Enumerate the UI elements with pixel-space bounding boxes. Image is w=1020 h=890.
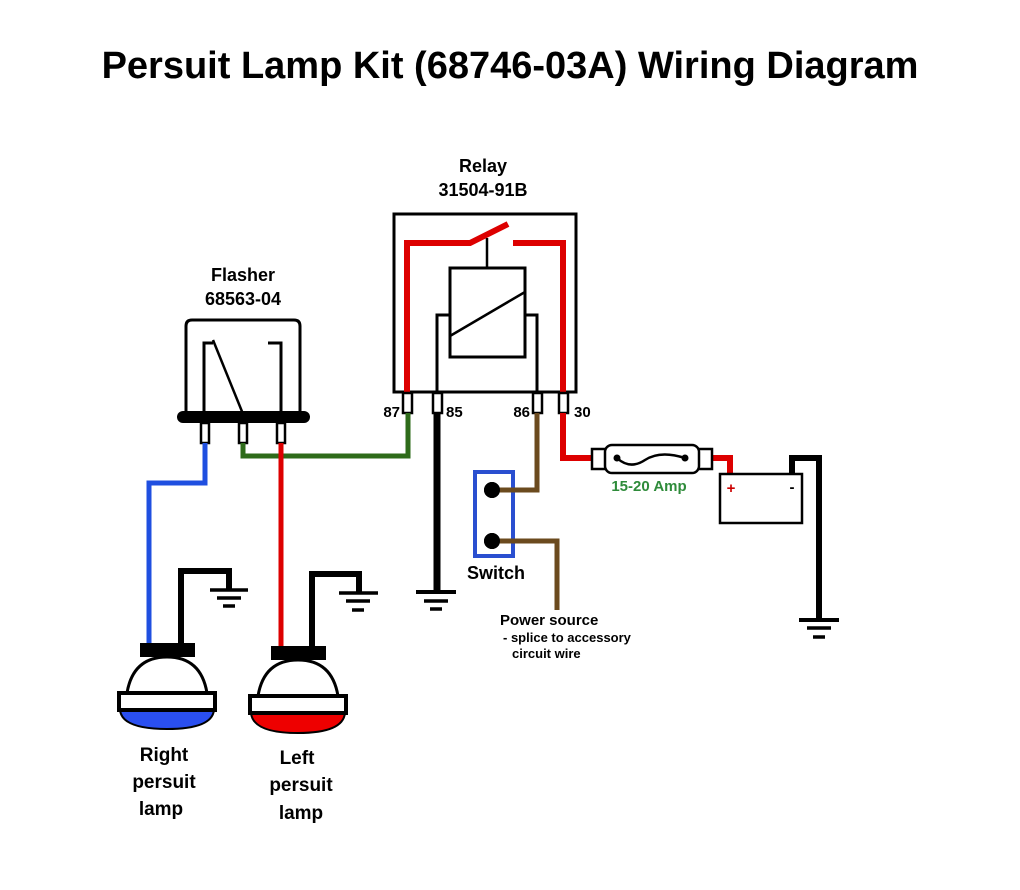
flasher-bimetal-strip xyxy=(211,339,245,415)
battery-negative-label: - xyxy=(790,479,795,496)
pin-label-87: 87 xyxy=(383,404,400,421)
power-source-note: Power source - splice to accessory circu… xyxy=(500,612,632,661)
wire-black-right-lamp-ground xyxy=(178,568,232,645)
battery-positive-label: + xyxy=(727,480,736,497)
lamp-housing-dome xyxy=(125,655,209,695)
wire-red-fuse-to-battery xyxy=(712,455,733,474)
wire-black-battery-to-ground xyxy=(789,455,822,620)
relay-name-label: Relay xyxy=(459,156,507,176)
switch-label: Switch xyxy=(467,563,525,583)
relay-pin-85 xyxy=(431,391,444,415)
right-lamp-label-line2: persuit xyxy=(132,772,196,793)
flasher-pin-1 xyxy=(199,421,211,445)
right-persuit-lamp: Right persuit lamp xyxy=(117,568,248,820)
switch-terminal-top-dot xyxy=(484,482,500,498)
ground-symbol-battery xyxy=(799,618,839,639)
battery-body xyxy=(718,472,804,525)
lamp-rim xyxy=(117,691,217,712)
fuse-element-terminal-right xyxy=(681,454,689,462)
wire-blue-flasher-to-right-lamp xyxy=(146,443,208,645)
relay-part-number-label: 31504-91B xyxy=(438,180,527,200)
flasher-base xyxy=(177,411,310,423)
pin-label-30: 30 xyxy=(574,404,591,421)
left-lamp-label-line1: Left xyxy=(280,748,316,769)
relay-pin-86 xyxy=(531,391,544,415)
relay-contact-30 xyxy=(513,240,566,394)
relay-housing xyxy=(392,212,578,394)
lamp-socket xyxy=(271,646,326,660)
wire-green-flasher-to-relay-87 xyxy=(240,413,411,459)
wire-black-left-lamp-ground xyxy=(309,571,362,648)
relay-coil xyxy=(448,266,527,359)
flasher-pin-2 xyxy=(237,421,249,445)
lamp-lens-blue xyxy=(118,709,216,731)
power-source-note-line2: circuit wire xyxy=(512,646,581,661)
lamp-housing-dome xyxy=(256,658,340,698)
lamp-lens-red xyxy=(249,712,347,735)
wire-red-relay-30-to-fuse xyxy=(560,413,592,461)
pin-label-85: 85 xyxy=(446,404,463,421)
fuse: 15-20 Amp xyxy=(590,443,714,495)
fuse-element-terminal-left xyxy=(613,454,621,462)
power-source-title: Power source xyxy=(500,612,598,629)
right-lamp-label-line3: lamp xyxy=(139,799,183,820)
ground-symbol-relay xyxy=(416,590,456,611)
relay-coil-lead-85 xyxy=(435,313,450,394)
relay-coil-winding xyxy=(449,290,526,338)
left-persuit-lamp: Left persuit lamp xyxy=(248,571,378,824)
flasher: Flasher 68563-04 xyxy=(177,265,310,445)
left-lamp-label-line3: lamp xyxy=(279,803,323,824)
flasher-part-number-label: 68563-04 xyxy=(205,289,281,309)
power-source-note-line1: - splice to accessory xyxy=(503,630,632,645)
fuse-body xyxy=(603,443,701,475)
flasher-name-label: Flasher xyxy=(211,265,275,285)
flasher-contact-left xyxy=(202,341,213,414)
lamp-rim xyxy=(248,694,348,715)
relay-coil-lead-86 xyxy=(525,313,539,394)
lamp-socket xyxy=(140,643,195,657)
left-lamp-label-line2: persuit xyxy=(269,775,333,796)
relay-pin-87 xyxy=(401,391,414,415)
pin-label-86: 86 xyxy=(513,404,530,421)
right-lamp-label-line1: Right xyxy=(140,745,189,766)
battery: + - xyxy=(718,472,804,525)
relay-contact-87-arm xyxy=(404,221,510,394)
flasher-housing xyxy=(184,318,302,414)
relay-pin-30 xyxy=(557,391,570,415)
fuse-rating-label: 15-20 Amp xyxy=(611,478,686,495)
switch-terminal-bottom-dot xyxy=(484,533,500,549)
flasher-pin-3 xyxy=(275,421,287,445)
fuse-element xyxy=(616,453,686,466)
relay: Relay 31504-91B 87 85 86 30 xyxy=(383,156,590,421)
diagram-title: Persuit Lamp Kit (68746-03A) Wiring Diag… xyxy=(102,45,919,87)
flasher-contact-right xyxy=(268,341,283,414)
